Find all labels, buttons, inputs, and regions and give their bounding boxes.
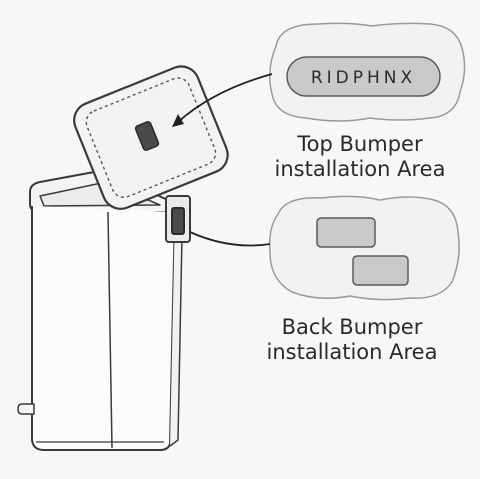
lid-dashed-area: [85, 77, 217, 198]
brand-label: RIDPHNX: [311, 68, 416, 88]
can-body: [31, 206, 176, 451]
trash-can-lid: [73, 65, 229, 210]
top-caption-line2: installation Area: [274, 157, 446, 181]
back-bumper-pad: [171, 207, 185, 235]
back-pointer-line: [189, 231, 271, 247]
foot-pedal: [17, 403, 35, 415]
brand-bumper-pill: [286, 56, 441, 97]
trash-can: [17, 169, 191, 451]
back-bumper-pad-2: [352, 255, 409, 286]
back-caption-line1: Back Bumper: [281, 315, 423, 339]
top-pointer-arrow: [177, 73, 273, 123]
can-seam: [107, 211, 113, 449]
back-bumper-caption: Back Bumper installation Area: [242, 315, 462, 365]
top-arrowhead: [172, 114, 184, 127]
back-bumper-pad-1: [316, 217, 376, 248]
top-bumper-caption: Top Bumper installation Area: [250, 132, 470, 182]
top-bumper-pad: [134, 121, 160, 151]
top-caption-line1: Top Bumper: [297, 132, 423, 156]
back-caption-line2: installation Area: [266, 340, 438, 364]
